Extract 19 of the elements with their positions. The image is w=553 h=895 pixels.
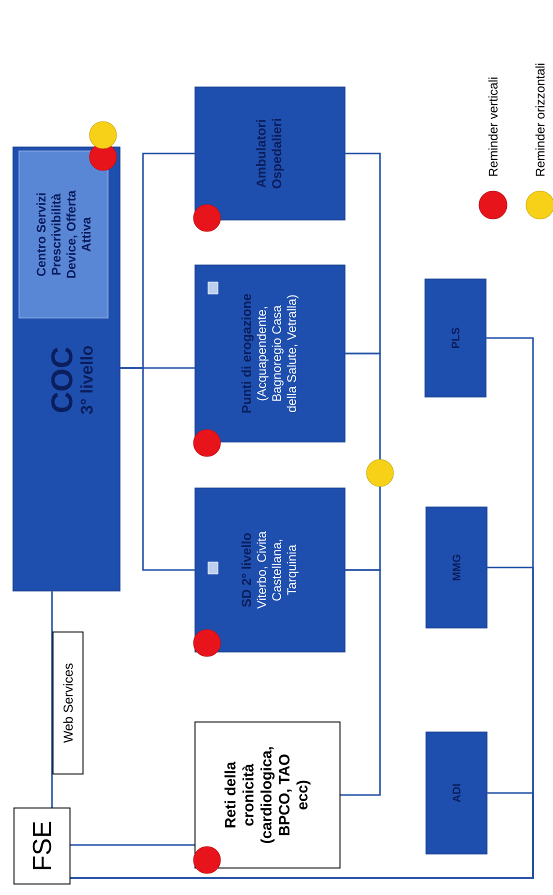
connector-line (340, 569, 381, 796)
connector-line (70, 337, 534, 879)
service-center-box: Centro Servizi Prescrivibilità Device, Offerta Attiva (18, 150, 108, 318)
connector-line (51, 591, 53, 808)
clinic-box: Ambulatori Ospedalieri (194, 86, 346, 220)
connector-line (120, 367, 195, 571)
connector-line (345, 152, 381, 354)
fse-box: FSE (14, 808, 70, 884)
legend-label: Reminder verticali (488, 78, 498, 176)
delivery-box: Punti di erogazione (Acquapendente, Bagnoregio Casa della Salute, Vetralla) (194, 264, 346, 442)
network-box: Reti della cronicità (cardiologica, BPCO, TAO ecc) (194, 722, 340, 868)
connector-line (345, 352, 381, 571)
service-box: PLS (424, 278, 486, 398)
connector-line (70, 844, 194, 846)
legend-label: Reminder orizzontali (535, 64, 545, 176)
service-box: ADI (426, 732, 488, 854)
level-box: SD 2° livello Viterbo, Civita Castellana, Tarquinia (194, 488, 346, 652)
edge-label: Web Services (52, 632, 84, 774)
service-box: MMG (426, 506, 488, 628)
